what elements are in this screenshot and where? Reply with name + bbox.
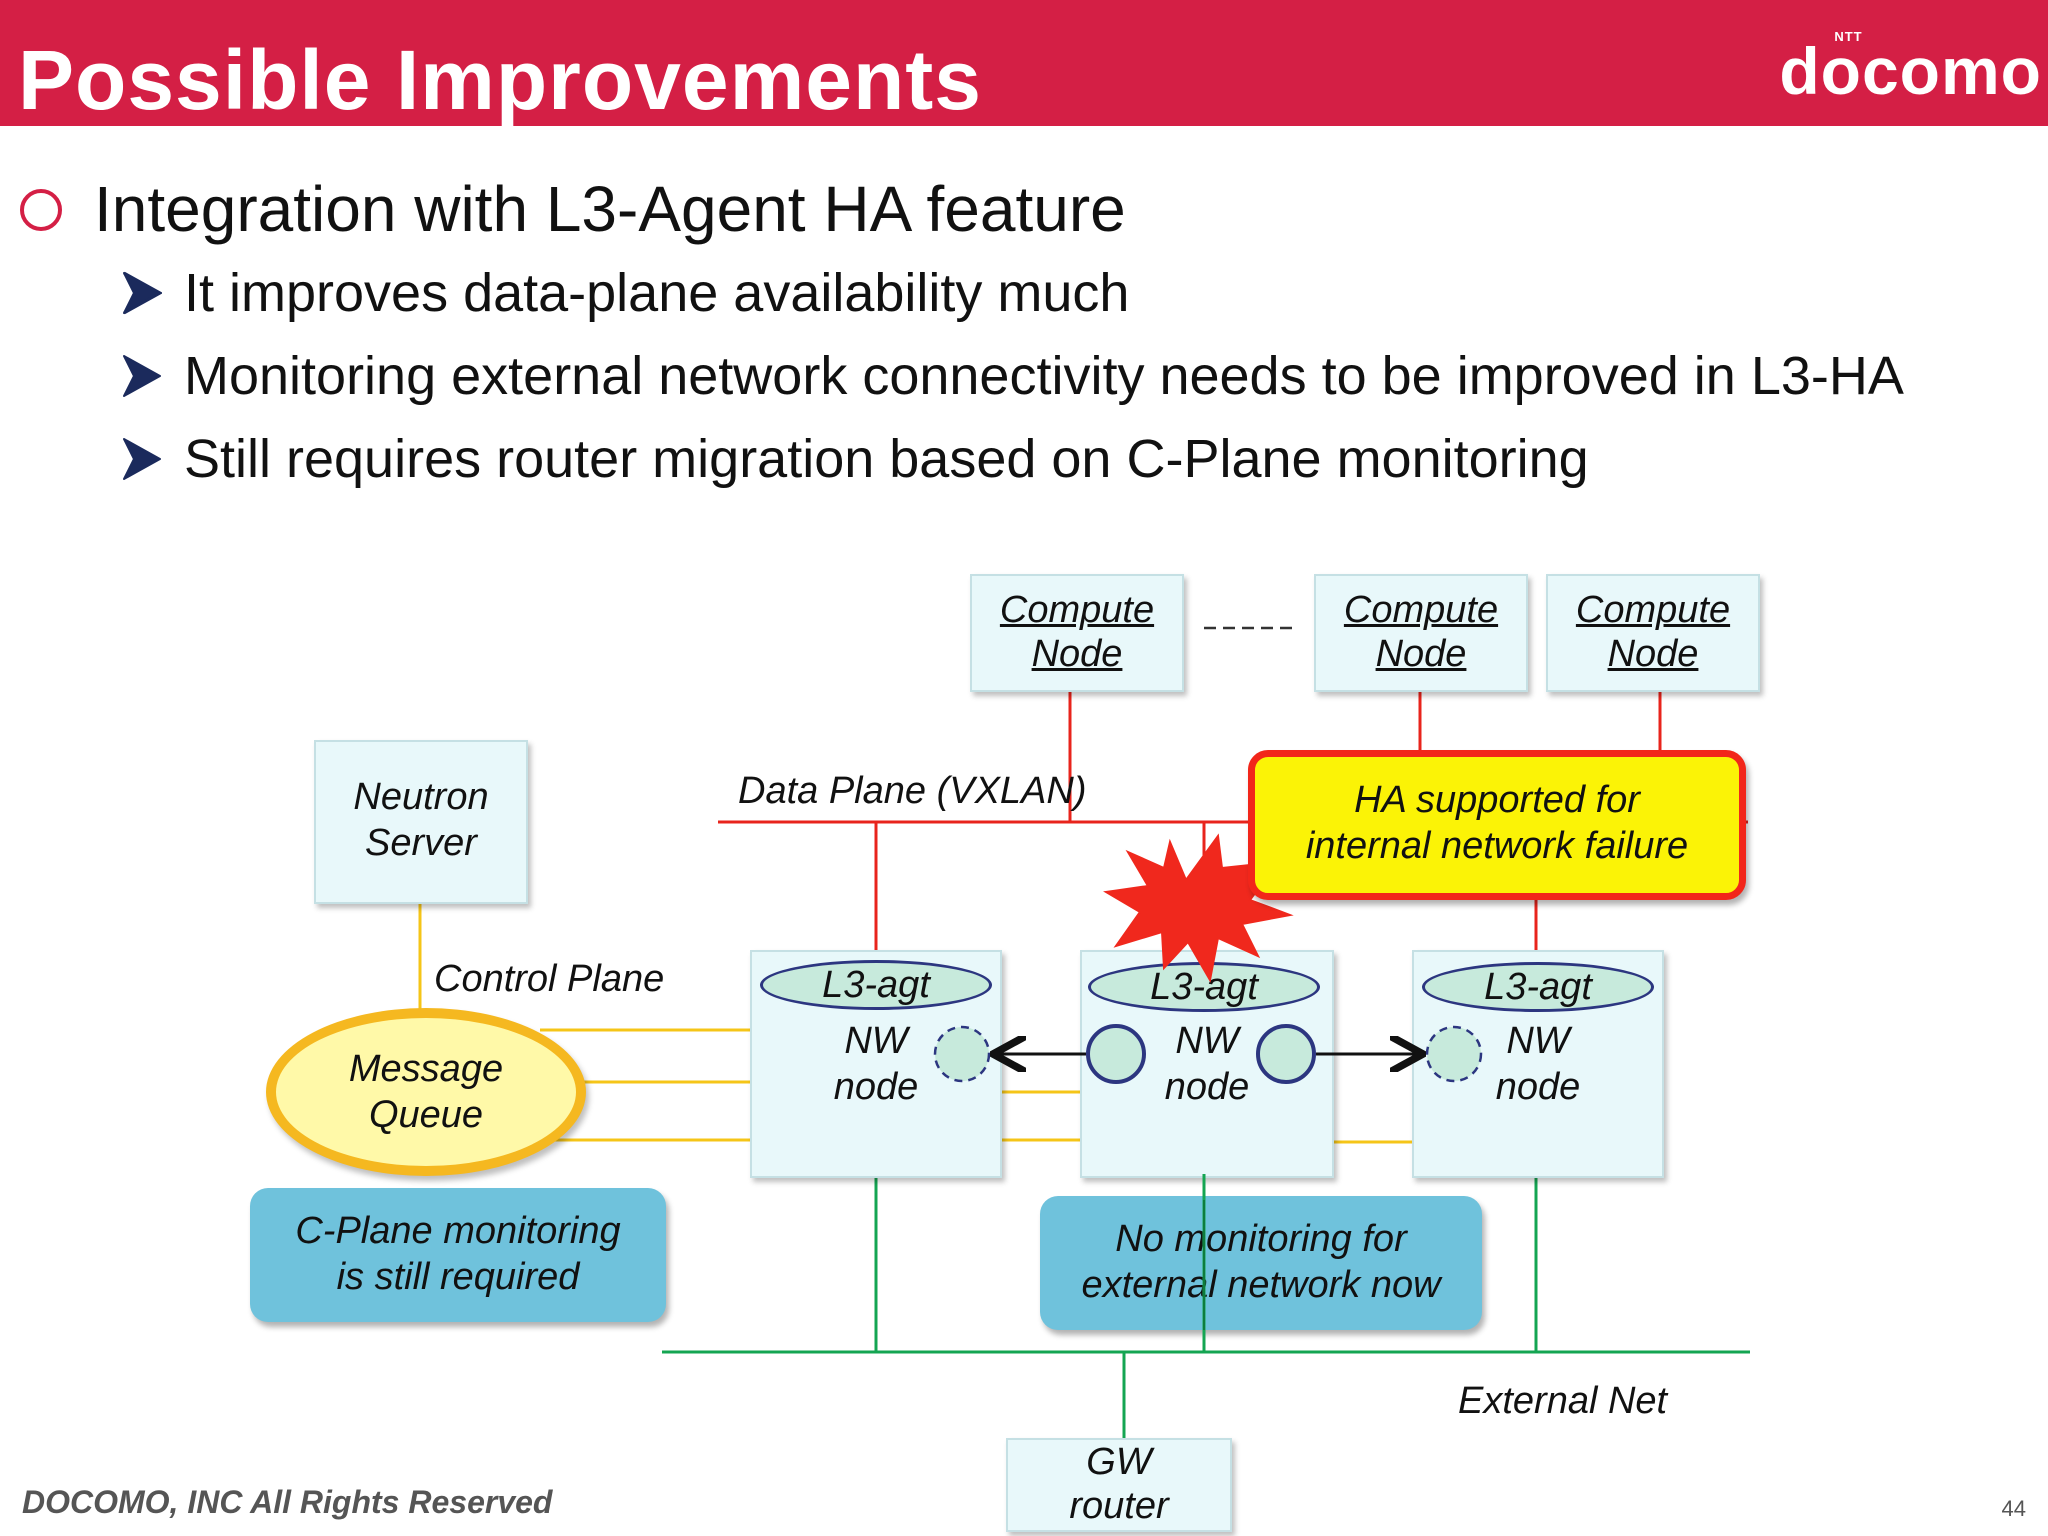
no-monitoring-callout-text: external network now	[1081, 1264, 1441, 1306]
external-net-label: External Net	[1458, 1380, 1668, 1422]
external-net-lines	[662, 1174, 1750, 1438]
nw-node-label: node	[1495, 1066, 1581, 1108]
compute-node-label: Node	[1031, 633, 1123, 675]
message-queue: Message Queue	[266, 1008, 586, 1176]
compute-node-box: Compute Node	[970, 574, 1184, 692]
neutron-server-label: Server	[365, 822, 477, 864]
compute-node-label: Node	[1375, 633, 1467, 675]
l3-agent-ellipse: L3-agt	[1422, 962, 1654, 1012]
brand-name: docomo	[1779, 34, 2042, 108]
l3-agent-ellipse: L3-agt	[1088, 962, 1320, 1012]
message-queue-label: Queue	[368, 1094, 484, 1136]
compute-node-label: Compute	[1575, 589, 1731, 631]
nw-node-label: node	[1164, 1066, 1250, 1108]
brand-logo: NTT docomo	[1779, 30, 2042, 104]
neutron-server-label: Neutron	[353, 776, 489, 818]
cplane-callout: C-Plane monitoring is still required	[250, 1188, 666, 1322]
sub-bullet: It improves data-plane availability much	[122, 263, 1130, 323]
active-router-circle	[1086, 1024, 1146, 1084]
gw-router-box: GW router	[1006, 1438, 1232, 1532]
brand-prefix: NTT	[1834, 29, 1863, 44]
nw-node-label: node	[833, 1066, 919, 1108]
sub-bullet: Monitoring external network connectivity…	[122, 346, 1904, 406]
compute-node-label: Compute	[999, 589, 1155, 631]
standby-router-circle	[933, 1025, 991, 1083]
no-monitoring-callout: No monitoring for external network now	[1040, 1196, 1482, 1330]
no-monitoring-callout-text: No monitoring for	[1115, 1218, 1407, 1260]
gw-router-label: router	[1069, 1485, 1169, 1527]
arrow-bullet-icon	[123, 437, 161, 480]
slide-title: Possible Improvements	[18, 33, 982, 127]
gw-router-label: GW	[1086, 1441, 1152, 1483]
sub-bullet: Still requires router migration based on…	[122, 429, 1589, 489]
message-queue-label: Message	[348, 1048, 504, 1090]
nw-node-label: NW	[844, 1020, 908, 1062]
control-plane-label: Control Plane	[434, 958, 665, 1000]
ha-callout-text: internal network failure	[1305, 825, 1689, 867]
sub-bullet-text: It improves data-plane availability much	[184, 263, 1130, 323]
circle-bullet-icon	[20, 189, 62, 232]
control-plane-lines	[418, 902, 1412, 1144]
arrow-bullet-icon	[123, 354, 161, 397]
active-router-circle	[1256, 1024, 1316, 1084]
sub-bullet-text: Monitoring external network connectivity…	[184, 346, 1904, 406]
ha-callout-text: HA supported for	[1354, 779, 1640, 821]
cplane-callout-text: is still required	[336, 1256, 580, 1298]
page-number: 44	[2001, 1496, 2026, 1521]
compute-node-box: Compute Node	[1314, 574, 1528, 692]
compute-node-label: Compute	[1343, 589, 1499, 631]
nw-node-label: NW	[1506, 1020, 1570, 1062]
compute-node-label: Node	[1607, 633, 1699, 675]
neutron-server-box: Neutron Server	[314, 740, 528, 904]
sub-bullet-text: Still requires router migration based on…	[184, 429, 1589, 489]
main-bullet: Integration with L3-Agent HA feature	[20, 174, 1126, 244]
nw-node-label: NW	[1175, 1020, 1239, 1062]
copyright-footer: DOCOMO, INC All Rights Reserved	[22, 1484, 553, 1520]
main-bullet-text: Integration with L3-Agent HA feature	[94, 173, 1126, 245]
standby-router-circle	[1425, 1025, 1483, 1083]
arrow-bullet-icon	[123, 271, 162, 315]
compute-node-box: Compute Node	[1546, 574, 1760, 692]
cplane-callout-text: C-Plane monitoring	[295, 1210, 621, 1252]
data-plane-label: Data Plane (VXLAN)	[738, 770, 1087, 812]
l3-agent-ellipse: L3-agt	[760, 960, 992, 1010]
ha-callout: HA supported for internal network failur…	[1248, 750, 1746, 900]
failure-burst-icon	[1103, 833, 1294, 983]
header-bar: Possible Improvements NTT docomo	[0, 0, 2048, 126]
